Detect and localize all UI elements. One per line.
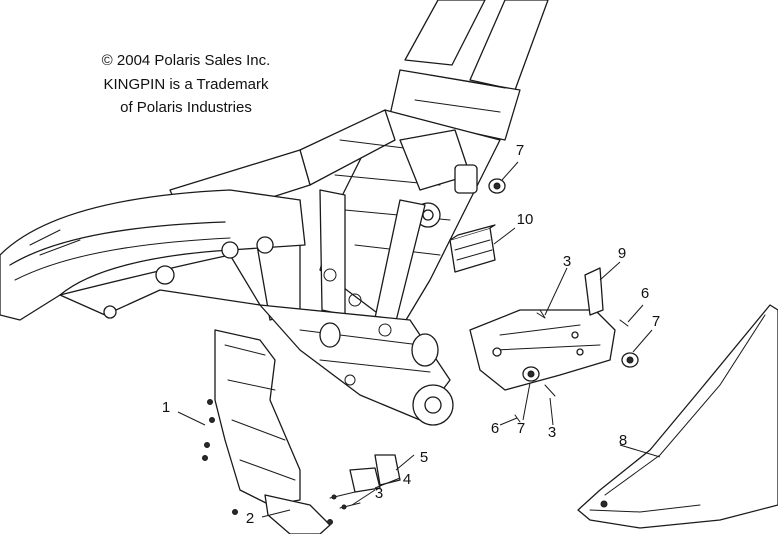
callout-9: 9 <box>617 245 627 262</box>
callout-6: 6 <box>490 420 500 437</box>
callout-3: 3 <box>374 485 384 502</box>
mounting-bracket <box>469 267 616 391</box>
callout-1: 1 <box>161 399 171 416</box>
rear-frame-loop <box>0 189 306 321</box>
latch-parts <box>329 454 401 510</box>
callout-3: 3 <box>562 253 572 270</box>
right-side-cover <box>577 304 778 529</box>
leader-lines <box>177 161 661 518</box>
callout-7: 7 <box>515 142 525 159</box>
callout-6: 6 <box>640 285 650 302</box>
callout-3: 3 <box>547 424 557 441</box>
left-side-panel <box>202 329 333 534</box>
callout-7: 7 <box>516 420 526 437</box>
trademark-line: KINGPIN is a Trademark <box>103 76 269 93</box>
fasteners <box>488 178 639 423</box>
callout-5: 5 <box>419 449 429 466</box>
steering-tubes <box>389 0 549 141</box>
callout-4: 4 <box>402 471 412 488</box>
callout-7: 7 <box>651 313 661 330</box>
main-frame <box>169 109 501 426</box>
callout-8: 8 <box>618 432 628 449</box>
copyright-line: © 2004 Polaris Sales Inc. <box>101 52 271 69</box>
company-line: of Polaris Industries <box>120 99 252 116</box>
callout-10: 10 <box>516 211 534 228</box>
callout-2: 2 <box>245 510 255 527</box>
electrical-module <box>449 224 496 273</box>
